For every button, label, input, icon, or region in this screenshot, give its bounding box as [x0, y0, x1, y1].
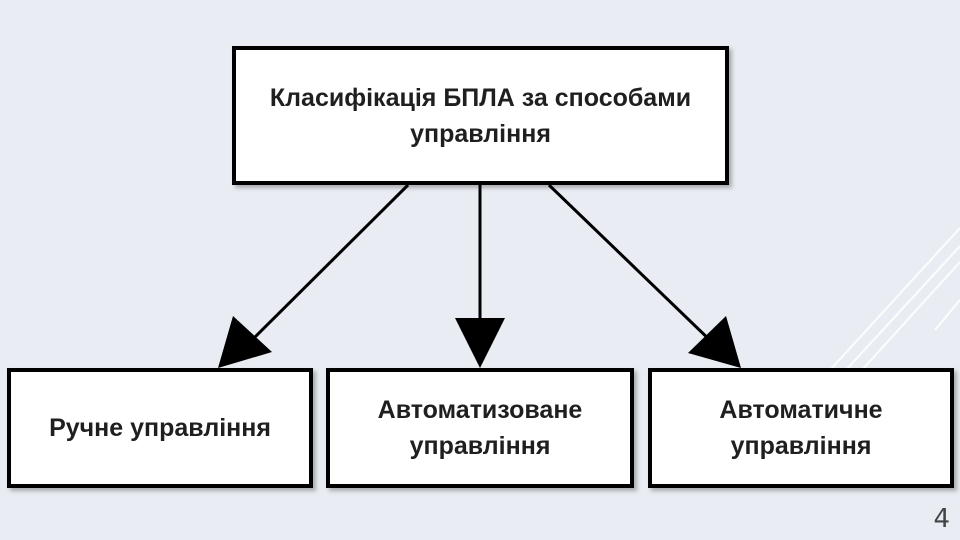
child-node-manual: Ручне управління	[7, 368, 313, 488]
root-node-label: Класифікація БПЛА за способами управлінн…	[269, 83, 692, 148]
child-node-manual-label: Ручне управління	[49, 414, 271, 442]
arrowhead-right	[688, 316, 741, 368]
page-number: 4	[933, 504, 950, 534]
child-node-automatic: Автоматичне управління	[648, 368, 954, 488]
arrowhead-center	[455, 318, 505, 368]
root-node-box: Класифікація БПЛА за способами управлінн…	[232, 46, 729, 185]
child-node-automatic-label: Автоматичне управління	[719, 396, 883, 460]
arrow-line-right	[547, 183, 718, 348]
child-node-automated-label: Автоматизоване управління	[377, 396, 583, 460]
arrow-line-left	[244, 183, 410, 348]
child-node-automated: Автоматизоване управління	[326, 368, 634, 488]
arrowhead-left	[218, 316, 272, 368]
